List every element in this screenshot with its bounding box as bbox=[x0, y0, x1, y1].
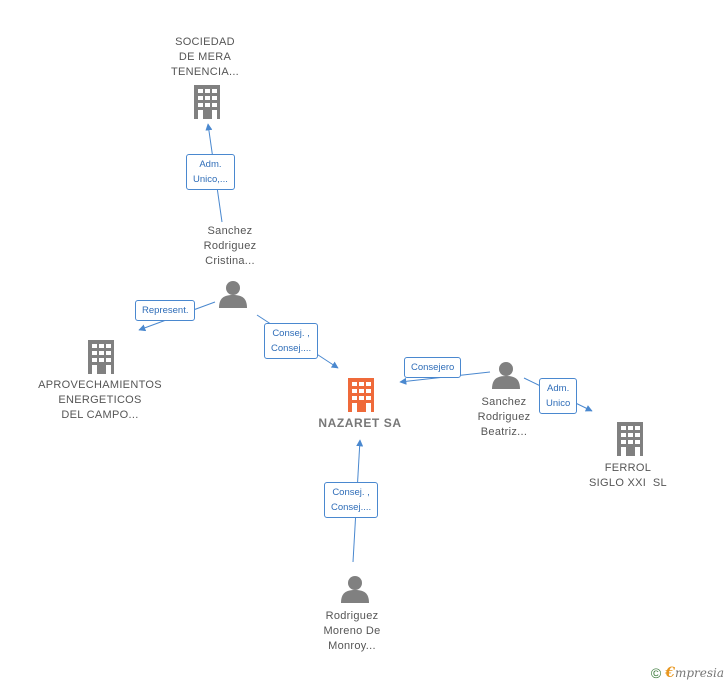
person-icon[interactable] bbox=[219, 281, 247, 308]
building-icon[interactable] bbox=[617, 422, 643, 456]
brand-logo[interactable]: €mpresia bbox=[665, 665, 724, 681]
person-icon[interactable] bbox=[492, 362, 520, 389]
edge-label-consej-1[interactable]: Consej. , Consej.... bbox=[264, 323, 319, 359]
node-label-rodriguez-moreno[interactable]: Rodriguez Moreno De Monroy... bbox=[323, 610, 381, 652]
building-icon[interactable] bbox=[194, 85, 220, 119]
edge-label-consejero[interactable]: Consejero bbox=[404, 357, 462, 378]
node-label-nazaret[interactable]: NAZARET SA bbox=[318, 416, 402, 430]
node-label-sociedad-mera[interactable]: SOCIEDAD DE MERA TENENCIA... bbox=[170, 36, 240, 78]
copyright-footer: © €mpresia bbox=[651, 665, 724, 681]
brand-name: mpresia bbox=[674, 666, 724, 680]
person-icon[interactable] bbox=[341, 576, 369, 603]
edge-label-consej-2[interactable]: Consej. , Consej.... bbox=[324, 482, 379, 518]
edge-label-represent[interactable]: Represent. bbox=[135, 300, 196, 321]
node-label-sanchez-beatriz[interactable]: Sanchez Rodriguez Beatriz... bbox=[477, 396, 531, 438]
node-label-ferrol[interactable]: FERROL SIGLO XXI SL bbox=[589, 462, 667, 489]
copyright-symbol: © bbox=[650, 665, 662, 681]
brand-initial: € bbox=[665, 665, 675, 681]
node-label-aprovechamientos[interactable]: APROVECHAMIENTOS ENERGETICOS DEL CAMPO..… bbox=[38, 379, 162, 421]
main-building-icon[interactable] bbox=[348, 378, 374, 412]
edge-label-adm-unico-2[interactable]: Adm. Unico bbox=[539, 378, 578, 414]
node-label-sanchez-cristina[interactable]: Sanchez Rodriguez Cristina... bbox=[203, 225, 257, 267]
building-icon[interactable] bbox=[88, 340, 114, 374]
edge-label-adm-unico-1[interactable]: Adm. Unico,... bbox=[186, 154, 235, 190]
